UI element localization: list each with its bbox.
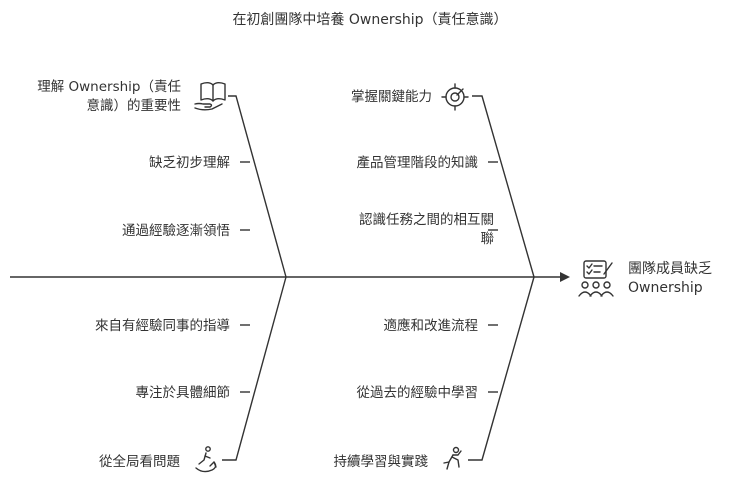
cause-label: 產品管理階段的知識 xyxy=(357,154,479,171)
bone-top-left xyxy=(228,95,287,278)
spine-arrowhead xyxy=(560,272,570,282)
effect-label: Ownership xyxy=(628,280,703,296)
diagram-title: 在初創團隊中培養 Ownership（責任意識） xyxy=(232,11,507,28)
cause-label: 聯 xyxy=(481,231,495,247)
cause-label: 缺乏初步理解 xyxy=(149,154,230,171)
cause-label: 認識任務之間的相互關 xyxy=(359,212,494,228)
cause-label: 來自有經驗同事的指導 xyxy=(95,318,230,334)
cause-label: 掌握關鍵能力 xyxy=(351,89,432,105)
team-checklist-icon xyxy=(578,260,614,297)
path-runner-icon xyxy=(195,446,217,473)
open-book-hand-icon xyxy=(194,82,226,111)
bone-bottom-right xyxy=(468,276,535,461)
cause-label: 從全局看問題 xyxy=(99,453,180,470)
cause-label: 理解 Ownership（責任 xyxy=(37,79,181,95)
runner-icon xyxy=(443,446,462,470)
bone-top-right xyxy=(472,95,535,278)
cause-label: 通過經驗逐漸領悟 xyxy=(122,222,230,239)
cause-label: 適應和改進流程 xyxy=(384,317,479,334)
bone-bottom-left xyxy=(222,276,287,461)
cause-label: 持續學習與實踐 xyxy=(334,453,429,470)
cause-label: 意識）的重要性 xyxy=(87,97,182,114)
target-icon xyxy=(441,83,469,111)
effect-label: 團隊成員缺乏 xyxy=(628,261,712,277)
cause-label: 從過去的經驗中學習 xyxy=(357,385,479,401)
cause-label: 專注於具體細節 xyxy=(136,385,231,401)
